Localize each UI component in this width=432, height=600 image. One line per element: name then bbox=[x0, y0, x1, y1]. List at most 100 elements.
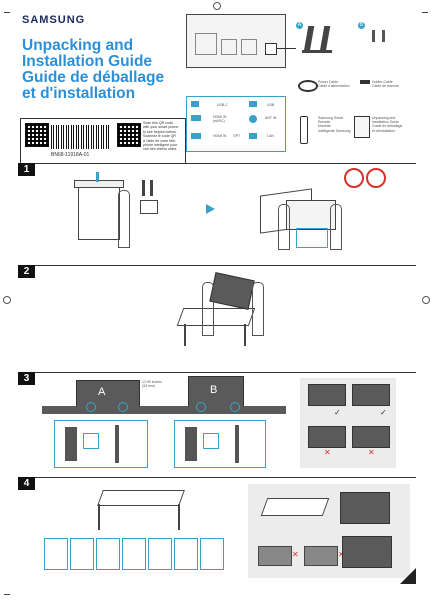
cross-icon: ✕ bbox=[324, 448, 331, 457]
crop-mark-bottom-left bbox=[4, 594, 10, 595]
step-3-detail-b bbox=[174, 420, 266, 468]
step-1-stand-parts bbox=[140, 178, 160, 198]
ant-in-label: ANT IN bbox=[265, 116, 277, 120]
step-1-detail-inset bbox=[296, 228, 328, 248]
power-socket-icon bbox=[265, 43, 277, 55]
step-1-tv-panel bbox=[286, 200, 336, 230]
step-1-person bbox=[278, 204, 290, 250]
step-4-table-leg bbox=[178, 504, 180, 530]
stand-leg-icon bbox=[319, 26, 331, 52]
qr-note: Scan this QR code with your smart phone … bbox=[143, 121, 179, 152]
step-4-substep bbox=[200, 538, 224, 570]
cross-icon: ✕ bbox=[338, 550, 345, 559]
placement-example bbox=[352, 426, 390, 448]
accessory-badge-a: A bbox=[296, 22, 303, 29]
step-2-table-leg bbox=[184, 324, 186, 346]
tv-back-slot bbox=[221, 39, 237, 55]
model-code: BN68-11918A-01 bbox=[51, 152, 90, 158]
tv-back-diagram bbox=[186, 14, 286, 68]
step-4-rule bbox=[18, 477, 416, 478]
step-4-substep bbox=[70, 538, 94, 570]
step-1-person bbox=[118, 190, 130, 248]
step-3-label-a: A bbox=[98, 386, 106, 398]
step-4-substep bbox=[174, 538, 198, 570]
cross-icon: ✕ bbox=[292, 550, 299, 559]
guide-label: Unpacking and Installation Guide Guide d… bbox=[372, 116, 403, 133]
remote-label: Samsung Smart Remote Manette intelligent… bbox=[318, 116, 351, 133]
remote-control-icon bbox=[300, 116, 308, 144]
step-4-substep bbox=[96, 538, 120, 570]
usb-label: USB bbox=[267, 103, 275, 107]
no-tools-icon bbox=[366, 168, 386, 188]
step-1-rule bbox=[18, 163, 416, 164]
placement-example bbox=[352, 384, 390, 406]
step-3-number: 3 bbox=[18, 372, 35, 385]
guide-booklet-icon bbox=[354, 116, 370, 138]
registration-mark-right bbox=[422, 296, 430, 304]
step-2-number: 2 bbox=[18, 265, 35, 278]
step-2-tv bbox=[209, 272, 255, 310]
step-4-bad-example bbox=[304, 546, 338, 566]
step-3-foot-marker bbox=[230, 402, 240, 412]
hdmi-in-label: HDMI IN bbox=[213, 134, 227, 138]
holder-cable-icon bbox=[360, 80, 370, 84]
step-3-rule bbox=[18, 372, 416, 373]
step-2-table-leg bbox=[244, 324, 246, 346]
step-1-accessory-box bbox=[140, 200, 158, 214]
step-4-tv-flat bbox=[260, 498, 330, 516]
ant-port-icon bbox=[249, 115, 257, 123]
arrow-right-icon bbox=[206, 204, 215, 214]
connector-panel: USB-C USB HDMI IN (eARC) ANT IN HDMI IN … bbox=[186, 96, 286, 152]
check-icon: ✓ bbox=[334, 408, 341, 417]
holder-cable-label: Holder-Cable Câble de retenue bbox=[372, 80, 399, 89]
step-4-tv-facedown bbox=[97, 490, 185, 506]
step-1-lift-arrow bbox=[96, 172, 99, 182]
step-2-rule bbox=[18, 265, 416, 266]
step-3-foot-marker bbox=[196, 402, 206, 412]
placement-example bbox=[308, 426, 346, 448]
crop-mark-top-left bbox=[4, 12, 10, 13]
usb-c-label: USB-C bbox=[217, 103, 228, 107]
power-cable-label: Power Cable Câble d'alimentation bbox=[318, 80, 350, 89]
tv-back-slot bbox=[195, 33, 217, 55]
hdmi-earc-label: HDMI IN (eARC) bbox=[213, 115, 227, 124]
step-4-number: 4 bbox=[18, 477, 35, 490]
tv-back-slot bbox=[241, 39, 257, 55]
lan-port-icon bbox=[249, 133, 257, 139]
model-barcode bbox=[51, 125, 111, 149]
step-4-substep bbox=[148, 538, 172, 570]
step-2-person bbox=[252, 282, 264, 336]
page-title: Unpacking and Installation Guide Guide d… bbox=[22, 38, 164, 102]
no-tools-icon bbox=[344, 168, 364, 188]
power-cable-icon bbox=[298, 80, 318, 92]
step-3-correct-placement-panel: ✓ ✓ ✕ ✕ bbox=[300, 378, 396, 468]
accessory-badge-b: B bbox=[358, 22, 365, 29]
screw-icon bbox=[372, 30, 375, 42]
check-icon: ✓ bbox=[380, 408, 387, 417]
placement-example bbox=[308, 384, 346, 406]
step-3-foot-marker bbox=[86, 402, 96, 412]
opt-label: OPT bbox=[233, 134, 241, 138]
step-3-distance: 12.99 inches (33 mm) bbox=[142, 380, 162, 389]
stand-foot-icon bbox=[302, 50, 332, 53]
step-1-box-illustration bbox=[78, 184, 120, 240]
title-line-4: et d'installation bbox=[22, 85, 136, 102]
registration-mark-top bbox=[213, 2, 221, 10]
cross-icon: ✕ bbox=[368, 448, 375, 457]
step-3-table-surface bbox=[42, 406, 286, 414]
usb-port-icon bbox=[249, 101, 257, 107]
registration-mark-left bbox=[3, 296, 11, 304]
step-2-person bbox=[202, 282, 214, 336]
title-line-3: Guide de déballage bbox=[22, 69, 165, 86]
step-1-number: 1 bbox=[18, 163, 35, 176]
crop-mark-top-right bbox=[422, 12, 428, 13]
step-3-foot-marker bbox=[118, 402, 128, 412]
step-3-label-b: B bbox=[210, 384, 218, 396]
hdmi-port-icon bbox=[191, 133, 201, 139]
step-1-person bbox=[330, 204, 342, 250]
step-4-tv-upright bbox=[340, 492, 390, 524]
hdmi-earc-port-icon bbox=[191, 115, 201, 121]
stand-leg-icon bbox=[303, 26, 315, 52]
usb-c-port-icon bbox=[191, 101, 199, 107]
samsung-logo: SAMSUNG bbox=[22, 14, 86, 26]
